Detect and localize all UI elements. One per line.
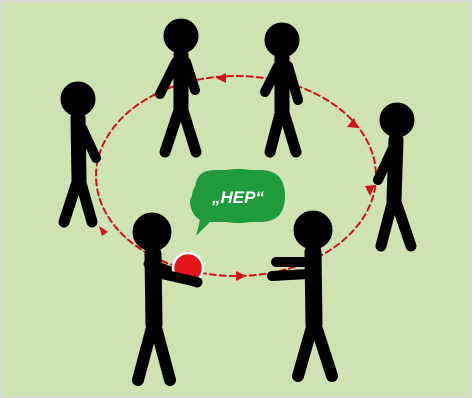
- speech-bubble-text: „HEP“: [211, 188, 264, 207]
